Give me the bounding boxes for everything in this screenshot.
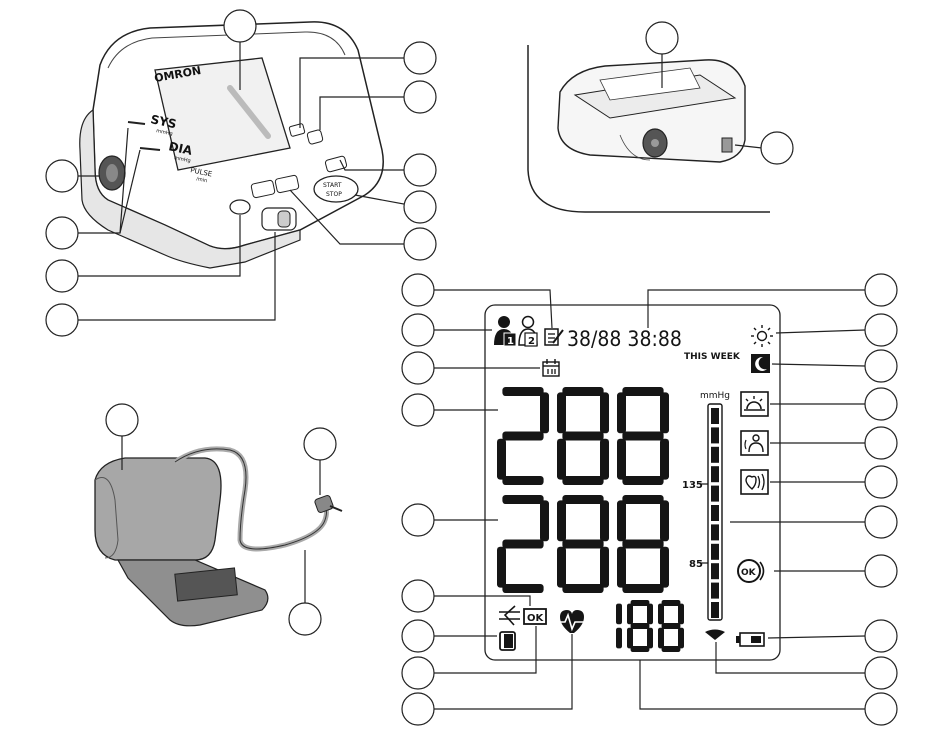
pulse-digit-segment [678, 604, 684, 625]
bp-level-cell [711, 486, 719, 502]
systolic-digit-segment [600, 392, 609, 433]
air-plug-icon [314, 495, 334, 514]
systolic-digit-segment [497, 439, 506, 480]
bp-level-cell [711, 583, 719, 599]
scale-high-label: 135 [682, 480, 703, 491]
systolic-digit-segment [622, 476, 663, 485]
diastolic-digit-segment [557, 547, 566, 588]
pulse-digit-segment [658, 628, 664, 649]
pulse-digit-segment [647, 628, 653, 649]
systolic-digit-segment [622, 432, 663, 441]
pulse-digit-segment [678, 628, 684, 649]
monitor-rear-view [528, 45, 770, 212]
start-label: START [323, 182, 342, 189]
systolic-digit-segment [660, 439, 669, 480]
diastolic-digit-segment [502, 495, 543, 504]
systolic-digit-segment [557, 439, 566, 480]
user-1-number: 1 [507, 336, 514, 347]
systolic-digit-segment [660, 392, 669, 433]
pulse-digit-segment [662, 623, 681, 629]
pulse-digit-segment [627, 604, 633, 625]
diastolic-digit-segment [617, 547, 626, 588]
pulse-digit-segment [647, 604, 653, 625]
pulse-digit-segment [631, 646, 650, 652]
ok-large-label: OK [741, 568, 757, 578]
diastolic-digit-segment [502, 584, 543, 593]
pulse-digit-segment [658, 604, 664, 625]
diastolic-digit-segment [562, 584, 603, 593]
calendar-icon [543, 359, 559, 376]
pulse-digit-segment [662, 646, 681, 652]
diastolic-digit-segment [600, 547, 609, 588]
diastolic-digit-segment [502, 540, 543, 549]
diastolic-digit-segment [617, 500, 626, 541]
diastolic-digit-segment [622, 540, 663, 549]
diastolic-digit-segment [600, 500, 609, 541]
pulse-digit-segment [627, 628, 633, 649]
bp-level-cell [711, 408, 719, 424]
diastolic-digit-segment [622, 584, 663, 593]
bp-level-cell [711, 544, 719, 560]
pulse-digit-segment [631, 600, 650, 606]
diastolic-digit-segment [540, 500, 549, 541]
user-2-number: 2 [528, 336, 535, 347]
monitor-main-unit: OMRON SYS mmHg DIA mmHg PULSE /min START… [80, 22, 383, 268]
bp-level-cells [711, 408, 719, 618]
diastolic-digit-segment [497, 547, 506, 588]
movement-icon [741, 431, 768, 455]
systolic-digit-segment [622, 387, 663, 396]
systolic-digit-segment [502, 387, 543, 396]
this-week-label: THIS WEEK [684, 352, 741, 362]
unit-label: mmHg [700, 391, 730, 401]
diastolic-digit-segment [562, 540, 603, 549]
pulse-digit-segment [616, 628, 622, 649]
bp-level-cell [711, 524, 719, 540]
ok-button[interactable] [230, 200, 250, 214]
scale-low-label: 85 [689, 559, 703, 570]
systolic-digit-segment [562, 432, 603, 441]
pulse-digit-segment [631, 623, 650, 629]
bp-level-cell [711, 505, 719, 521]
systolic-digit-segment [562, 387, 603, 396]
ok-small-label: OK [527, 613, 545, 624]
systolic-digit-segment [502, 432, 543, 441]
diastolic-digit-segment [562, 495, 603, 504]
stop-label: STOP [326, 191, 342, 198]
moon-icon [751, 354, 770, 373]
diastolic-digit-segment [557, 500, 566, 541]
bp-level-cell [711, 563, 719, 579]
diastolic-digit-segment [622, 495, 663, 504]
bp-level-cell [711, 602, 719, 618]
systolic-digit-segment [502, 476, 543, 485]
date-time-readout: 38/88 38:88 [567, 327, 682, 351]
battery-icon [736, 633, 764, 646]
diastolic-digit-segment [660, 547, 669, 588]
systolic-digit-segment [617, 392, 626, 433]
bp-level-cell [711, 447, 719, 463]
systolic-digit-segment [562, 476, 603, 485]
bp-level-cell [711, 466, 719, 482]
systolic-digit-segment [557, 392, 566, 433]
bp-level-cell [711, 427, 719, 443]
systolic-digit-segment [600, 439, 609, 480]
systolic-digit-segment [540, 392, 549, 433]
irregular-heartbeat-icon [741, 470, 768, 494]
pulse-digit-segment [616, 604, 622, 625]
start-stop-button[interactable] [314, 176, 358, 202]
pulse-digit-segment [662, 600, 681, 606]
systolic-digit-segment [617, 439, 626, 480]
morning-icon [741, 392, 768, 416]
diastolic-digit-segment [660, 500, 669, 541]
ok-small-icon: OK [524, 609, 546, 624]
